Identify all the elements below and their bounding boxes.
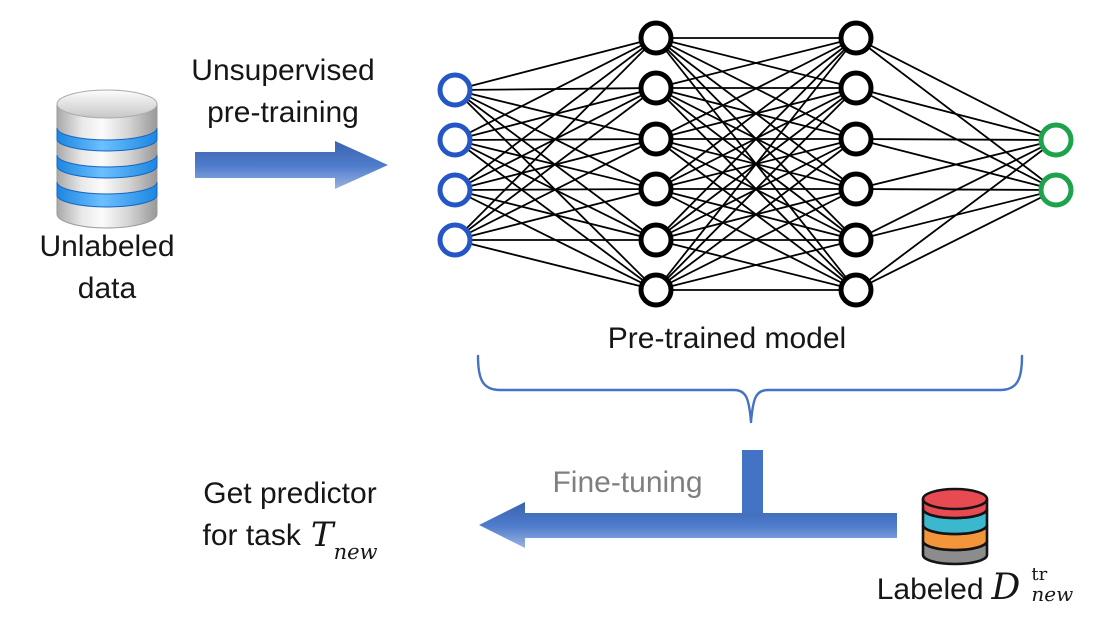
- network-edge: [655, 138, 857, 291]
- dataset-symbol-subscript: new: [1031, 582, 1074, 606]
- network-edge: [655, 87, 857, 291]
- database-stripe-1: [56, 127, 158, 152]
- task-symbol: T new: [310, 515, 378, 564]
- hidden-layer-2-node: [838, 222, 874, 258]
- network-edge: [855, 189, 1057, 291]
- database-stripe-2: [56, 154, 158, 179]
- hidden-layer-2-node: [838, 272, 874, 308]
- network-edge: [655, 37, 857, 140]
- database-stripe-3: [56, 181, 158, 208]
- network-edge: [855, 139, 1057, 190]
- get-predictor-label: Get predictor for task T new: [150, 474, 430, 564]
- network-edge: [855, 37, 1057, 141]
- network-edge: [655, 188, 857, 291]
- neural-network-diagram: [437, 20, 1074, 308]
- hidden-layer-1-node: [638, 20, 674, 56]
- input-layer-node: [437, 72, 473, 108]
- input-layer-node: [437, 172, 473, 208]
- dataset-symbol-scripts: tr new: [1031, 564, 1074, 606]
- fine-tuning-arrow-icon: [479, 502, 897, 548]
- network-edge: [454, 239, 657, 291]
- dataset-symbol-letter: D: [991, 567, 1021, 608]
- network-edge: [454, 37, 657, 191]
- network-edge: [855, 87, 1057, 141]
- network-edge: [655, 37, 857, 89]
- network-edge: [454, 37, 657, 241]
- labeled-data-label: Labeled D tr new: [840, 566, 1110, 610]
- hidden-layer-1-node: [638, 70, 674, 106]
- network-edge: [855, 139, 1057, 241]
- network-edge: [454, 138, 657, 241]
- unlabeled-database-icon: [56, 89, 158, 229]
- hidden-layer-2-node: [838, 171, 874, 207]
- fine-tuning-label: Fine-tuning: [552, 466, 703, 499]
- labeled-database-icon: [921, 487, 989, 566]
- get-predictor-line2-text: for task: [202, 519, 301, 552]
- hidden-layer-2-node: [838, 70, 874, 106]
- input-layer-node: [437, 222, 473, 258]
- unlabeled-data-label: Unlabeled data: [32, 226, 182, 310]
- pretrained-model-label: Pre-trained model: [607, 322, 847, 355]
- hidden-layer-1-node: [638, 121, 674, 157]
- network-edge: [655, 37, 857, 291]
- output-layer-node: [1038, 172, 1074, 208]
- network-edge: [454, 188, 657, 241]
- network-edge: [855, 139, 1057, 291]
- network-edge: [655, 37, 857, 190]
- get-predictor-line2: for task T new: [150, 515, 430, 564]
- hidden-layer-1-node: [638, 222, 674, 258]
- labeled-word: Labeled: [876, 573, 984, 606]
- unlabeled-data-label-line2: data: [77, 272, 137, 305]
- database-top: [56, 89, 158, 119]
- dataset-symbol-superscript: tr: [1031, 564, 1048, 585]
- labeled-db-top: [921, 487, 989, 511]
- network-edge: [655, 239, 857, 291]
- brace-icon: [476, 354, 1024, 424]
- task-symbol-subscript: new: [333, 540, 378, 564]
- network-edge: [454, 37, 657, 141]
- network-edge: [855, 138, 1057, 141]
- pretraining-label-line1: Unsupervised: [191, 54, 375, 87]
- network-edge: [454, 87, 657, 241]
- pretraining-arrow-icon: [195, 141, 388, 189]
- input-layer-node: [437, 122, 473, 158]
- pretraining-label: Unsupervised pre-training: [158, 50, 408, 134]
- pretraining-label-line2: pre-training: [207, 96, 359, 129]
- output-layer-node: [1038, 122, 1074, 158]
- network-edge: [655, 37, 857, 241]
- hidden-layer-2-node: [838, 20, 874, 56]
- hidden-layer-1-node: [638, 171, 674, 207]
- hidden-layer-2-node: [838, 121, 874, 157]
- network-edge: [454, 37, 657, 91]
- hidden-layer-1-node: [638, 272, 674, 308]
- task-symbol-letter: T: [310, 515, 334, 555]
- get-predictor-line1: Get predictor: [203, 477, 377, 510]
- unlabeled-data-label-line1: Unlabeled: [39, 230, 175, 263]
